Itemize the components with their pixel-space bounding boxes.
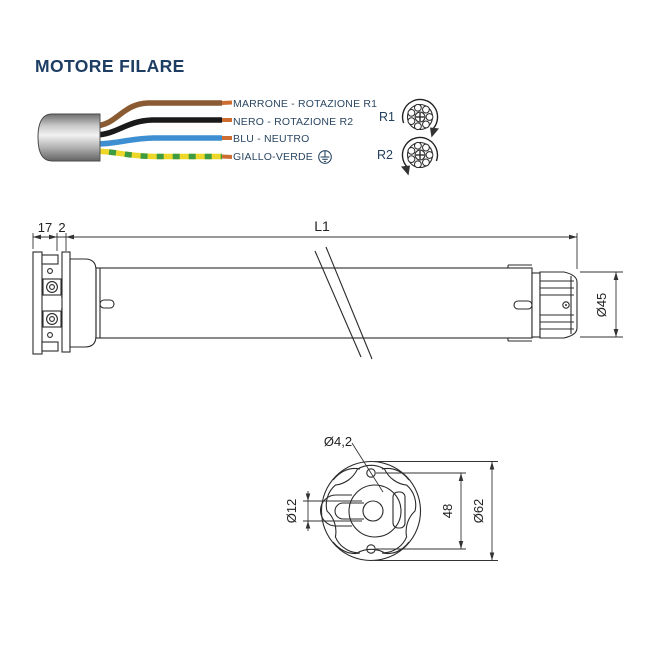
keyhole-slot (320, 494, 352, 527)
dim-48: 48 (440, 504, 455, 518)
limit-pin (99, 299, 115, 309)
wire-label-text: NERO - ROTAZIONE R2 (233, 115, 354, 128)
rotation-r1-icon (401, 98, 439, 138)
rotation-r2-icon (401, 136, 439, 176)
rotation-r2-label: R2 (377, 148, 393, 162)
crown-adapter (513, 271, 578, 339)
limit-adjuster-top (42, 278, 62, 296)
wire-brown (95, 100, 233, 129)
wire-blue (95, 135, 232, 147)
wire-label-text: MARRONE - ROTAZIONE R1 (233, 98, 378, 110)
screw-hole-top (366, 468, 376, 478)
dimension-hole-spacing: 48 (376, 472, 466, 550)
wiring-diagram: R1 R2 (37, 98, 439, 176)
ground-earth-icon (318, 150, 332, 164)
wire-label-yellow-green: GIALLO-VERDE (233, 150, 333, 164)
break-line (325, 246, 373, 360)
dimension-length: 17 2 L1 (32, 218, 578, 269)
page-title: MOTORE FILARE (35, 56, 185, 76)
dimension-shaft-hole: Ø12 (284, 491, 362, 531)
dimension-screw-hole: Ø4,2 (324, 434, 384, 493)
wire-label-text: GIALLO-VERDE (233, 150, 314, 163)
wire-label-brown: MARRONE - ROTAZIONE R1 (233, 97, 377, 111)
dimension-head-diameter: Ø62 (374, 461, 498, 561)
shaft-hole (362, 500, 384, 522)
dim-12: Ø12 (284, 499, 299, 524)
cable-sheath (37, 113, 101, 162)
motor-head (32, 251, 115, 355)
break-line (314, 250, 362, 358)
screw-hole-bottom (366, 544, 376, 554)
wire-tip (221, 100, 233, 105)
dim-62: Ø62 (471, 499, 486, 524)
dim-45: Ø45 (594, 293, 609, 318)
dimension-crown-diameter: Ø45 (580, 271, 623, 338)
dim-17: 17 (38, 220, 52, 235)
wire-yellow-green (95, 148, 233, 160)
wire-tip (221, 154, 233, 159)
motor-front-view-drawing: Ø4,2 Ø12 48 Ø62 (284, 434, 498, 562)
dim-L1: L1 (314, 218, 330, 234)
limit-adjuster-bottom (42, 310, 62, 328)
dim-2: 2 (58, 220, 65, 235)
drive-pin (513, 300, 533, 310)
mounting-flange (61, 251, 71, 353)
rotation-r1-label: R1 (379, 110, 395, 124)
wire-label-text: BLU - NEUTRO (233, 133, 310, 145)
motor-tube (95, 246, 533, 360)
dim-4-2: Ø4,2 (324, 434, 352, 449)
wire-black (95, 117, 232, 138)
side-slot (392, 491, 406, 529)
wire-label-black: NERO - ROTAZIONE R2 (233, 115, 353, 129)
head-profile (320, 460, 422, 562)
wire-label-blue: BLU - NEUTRO (233, 132, 310, 146)
motor-side-view-drawing: 17 2 L1 (32, 218, 623, 360)
